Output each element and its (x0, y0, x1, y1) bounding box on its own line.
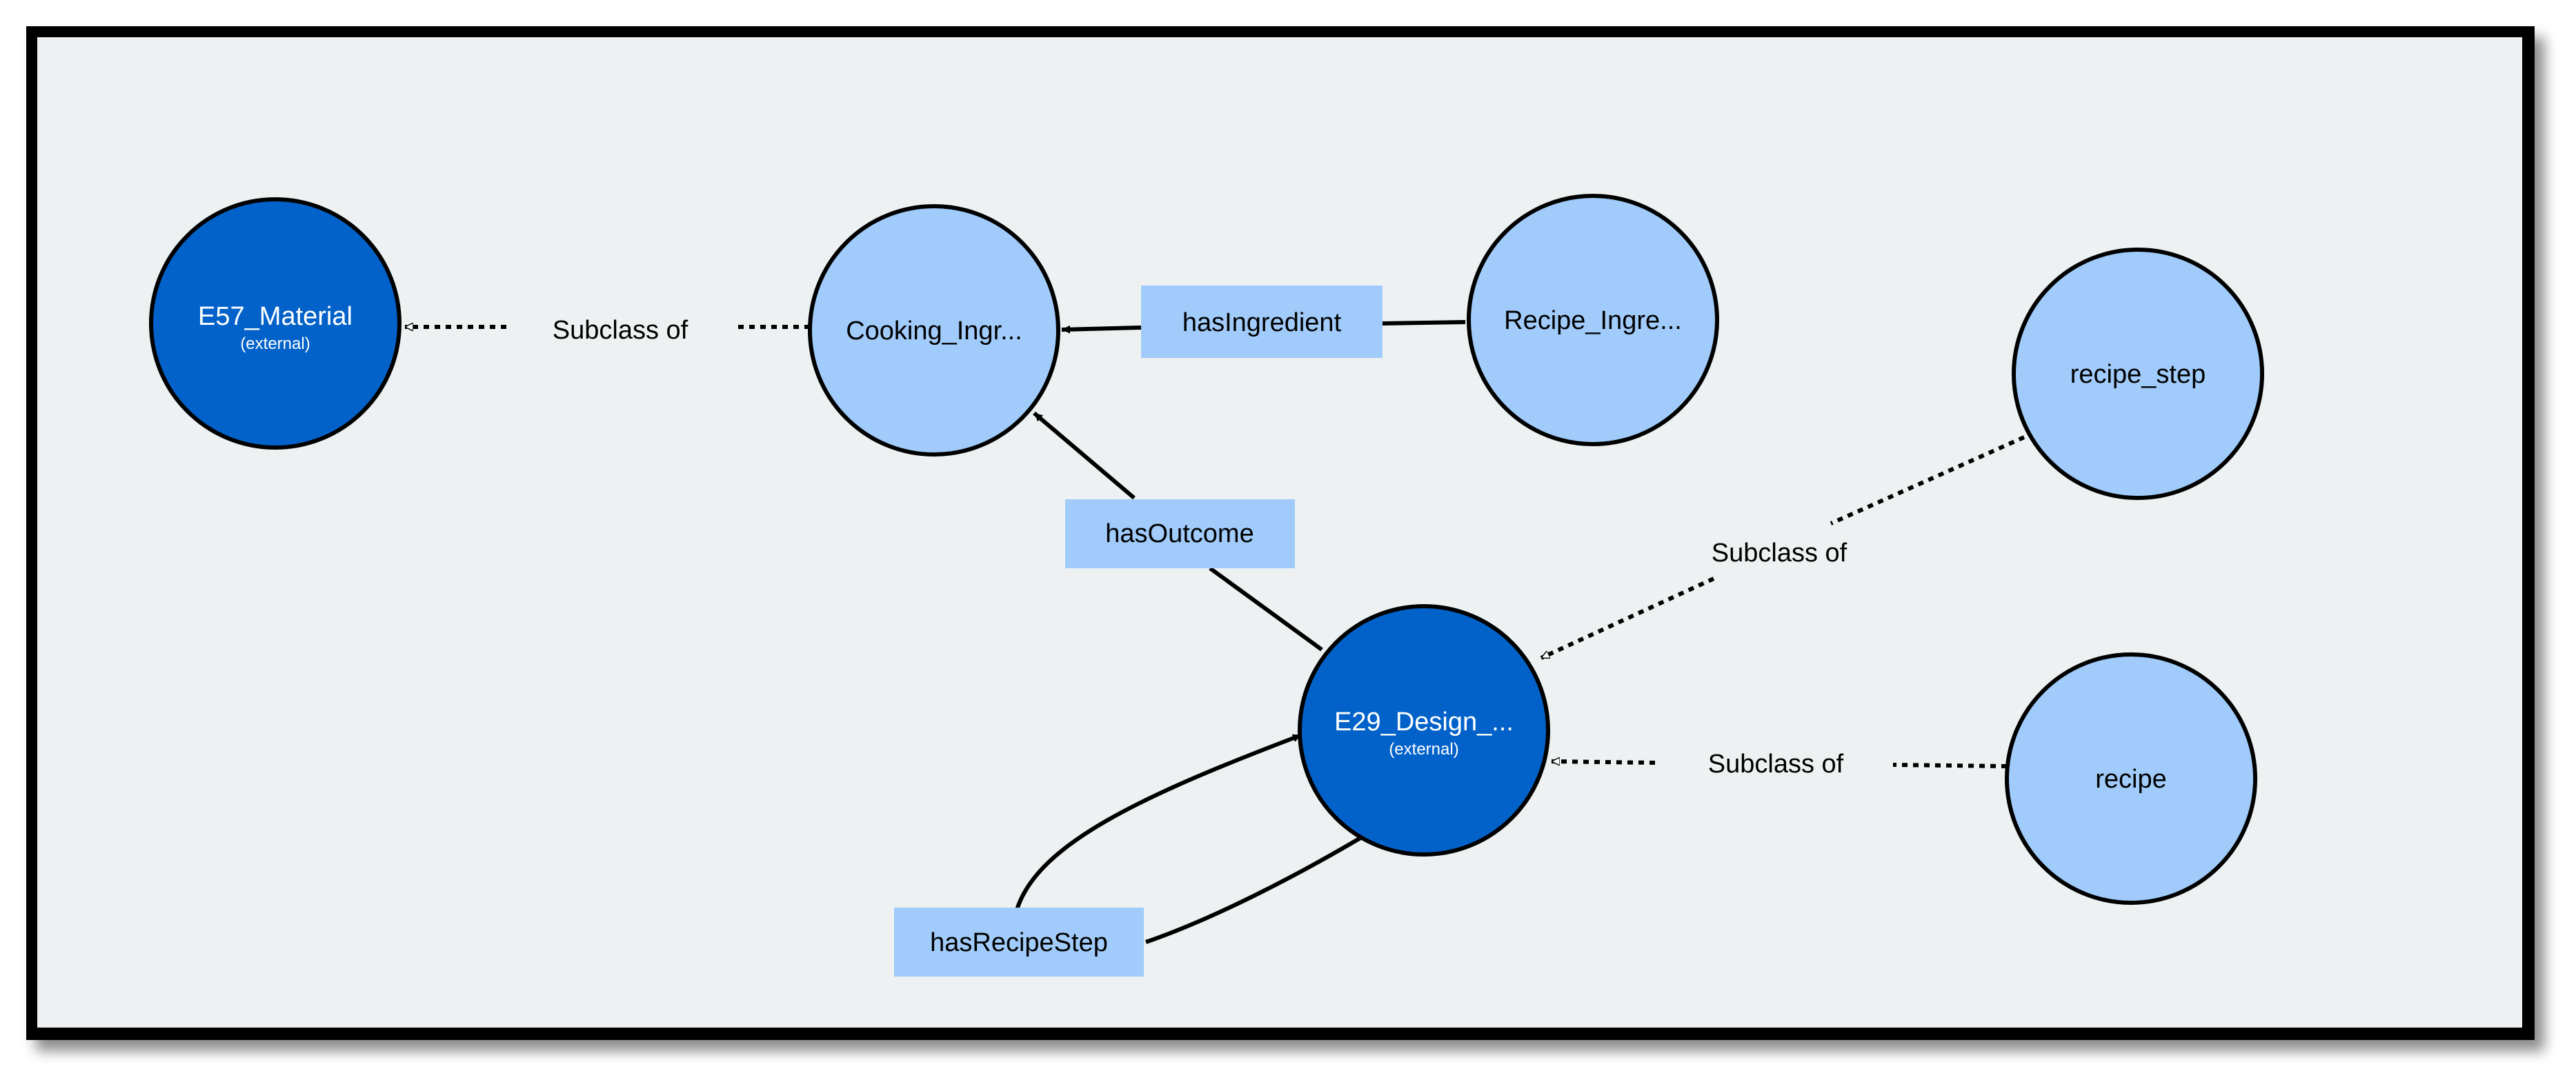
edge-line-arrow (1033, 411, 1136, 500)
node-label: Cooking_Ingr... (846, 317, 1022, 346)
class-circle (1298, 604, 1550, 857)
node-sublabel: (external) (1389, 740, 1458, 759)
node-label: E29_Design_... (1334, 708, 1514, 737)
edge-label: Subclass of (553, 316, 688, 345)
edge-line (1209, 566, 1323, 652)
edge-line-arrow (1552, 761, 1656, 763)
class-circle (808, 204, 1060, 457)
edge-line-arrow (1061, 325, 1142, 334)
class-circle (149, 197, 402, 450)
node-label: E57_Material (198, 302, 353, 331)
node-recipe-ingredient[interactable]: Recipe_Ingre... (1467, 194, 1719, 446)
edge-line-arrow (1541, 577, 1715, 660)
edge-recipe-subclass-of-e29[interactable]: Subclass of (1552, 750, 2008, 779)
node-cooking-ingredient[interactable]: Cooking_Ingr... (808, 204, 1060, 457)
node-label: recipe_step (2070, 360, 2206, 389)
edge-cooking-subclass-of-e57[interactable]: Subclass of (405, 316, 810, 345)
class-circle (2005, 652, 2257, 905)
class-circle (1467, 194, 1719, 446)
node-recipe-step[interactable]: recipe_step (2012, 248, 2264, 500)
ontology-canvas[interactable]: Subclass of hasIngredient hasOutcome S (37, 37, 2522, 1028)
edge-recipe-step-subclass-of-e29[interactable]: Subclass of (1541, 435, 2025, 660)
edge-label-box (894, 908, 1144, 977)
class-circle (2012, 248, 2264, 500)
edge-has-ingredient[interactable]: hasIngredient (1061, 286, 1466, 358)
edge-label: Subclass of (1712, 539, 1847, 568)
node-e57-material[interactable]: E57_Material (external) (149, 197, 402, 450)
diagram-frame: Subclass of hasIngredient hasOutcome S (26, 26, 2535, 1040)
edge-has-recipe-step[interactable]: hasRecipeStep (894, 733, 1377, 977)
edge-line-arrow (1015, 733, 1302, 910)
node-sublabel: (external) (240, 334, 310, 353)
node-label: recipe (2095, 765, 2167, 794)
edge-label: hasIngredient (1182, 308, 1342, 337)
node-label: Recipe_Ingre... (1504, 306, 1682, 335)
edge-line (1382, 320, 1466, 326)
node-e29-design[interactable]: E29_Design_... (external) (1298, 604, 1550, 857)
edge-has-outcome[interactable]: hasOutcome (1033, 411, 1323, 652)
edge-line (1145, 827, 1377, 944)
edge-label: hasRecipeStep (930, 928, 1108, 957)
ontology-graph: Subclass of hasIngredient hasOutcome S (149, 194, 2264, 977)
node-recipe[interactable]: recipe (2005, 652, 2257, 905)
edge-line (1830, 435, 2025, 526)
edge-line (1892, 763, 2008, 768)
edge-label-box (1141, 286, 1383, 358)
edge-label: Subclass of (1708, 750, 1844, 779)
edge-label: hasOutcome (1105, 519, 1254, 548)
edge-label-box (1065, 499, 1295, 568)
